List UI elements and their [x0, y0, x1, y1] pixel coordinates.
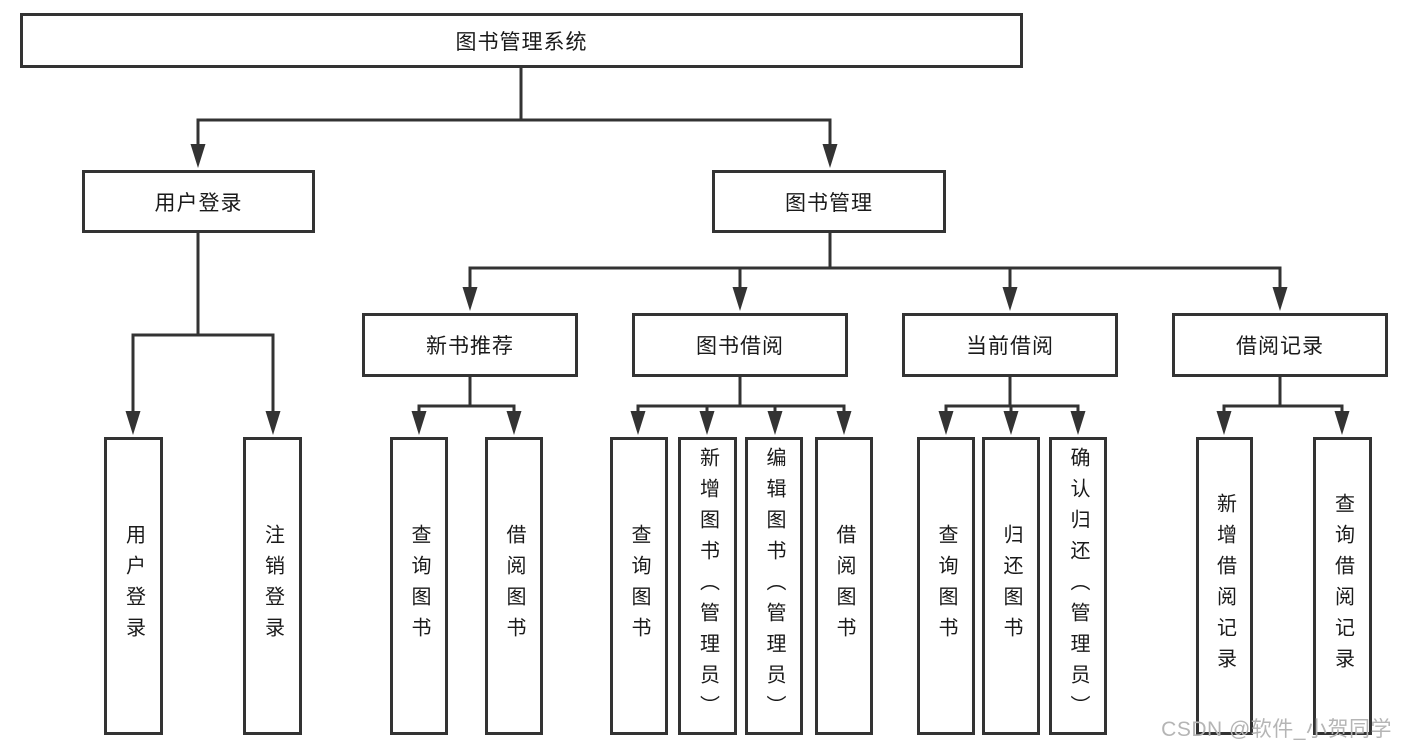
node-library-management-system: 图书管理系统 [20, 13, 1023, 68]
node-label: 查询图书 [935, 524, 957, 648]
node-label: 用户登录 [154, 191, 243, 215]
leaf-query-books: 查询图书 [917, 437, 975, 735]
node-borrowing-records: 借阅记录 [1172, 313, 1388, 377]
arrow-down-icon [1070, 411, 1086, 435]
node-label: 新增图书（管理员） [696, 446, 719, 726]
arrow-down-icon [411, 411, 427, 435]
node-new-book-recommend: 新书推荐 [362, 313, 578, 377]
arrow-down-icon [462, 287, 478, 311]
node-book-borrowing: 图书借阅 [632, 313, 848, 377]
arrow-down-icon [125, 411, 141, 435]
arrow-down-icon [1216, 411, 1232, 435]
arrow-down-icon [190, 144, 206, 168]
arrow-down-icon [938, 411, 954, 435]
arrow-down-icon [836, 411, 852, 435]
node-label: 借阅图书 [833, 524, 855, 648]
arrow-down-icon [732, 287, 748, 311]
leaf-user-login: 用户登录 [104, 437, 163, 735]
node-label: 新增借阅记录 [1213, 493, 1236, 679]
node-label: 查询图书 [408, 524, 430, 648]
node-label: 注销登录 [261, 524, 284, 648]
leaf-add-borrow-record: 新增借阅记录 [1196, 437, 1253, 735]
node-label: 图书管理系统 [455, 30, 588, 54]
node-label: 图书借阅 [696, 335, 784, 358]
leaf-confirm-return-admin: 确认归还（管理员） [1049, 437, 1107, 735]
leaf-query-books: 查询图书 [610, 437, 668, 735]
node-label: 借阅图书 [503, 524, 525, 648]
leaf-borrow-books: 借阅图书 [485, 437, 543, 735]
leaf-query-borrow-record: 查询借阅记录 [1313, 437, 1372, 735]
leaf-borrow-books: 借阅图书 [815, 437, 873, 735]
leaf-edit-books-admin: 编辑图书（管理员） [745, 437, 803, 735]
node-label: 确认归还（管理员） [1067, 446, 1089, 726]
node-label: 用户登录 [122, 524, 145, 648]
arrow-down-icon [630, 411, 646, 435]
leaf-logout: 注销登录 [243, 437, 302, 735]
arrow-down-icon [1272, 287, 1288, 311]
arrow-down-icon [1002, 287, 1018, 311]
node-user-login: 用户登录 [82, 170, 315, 233]
arrow-down-icon [506, 411, 522, 435]
node-label: 新书推荐 [426, 335, 514, 358]
arrow-down-icon [265, 411, 281, 435]
node-label: 查询图书 [628, 524, 650, 648]
arrow-down-icon [1334, 411, 1350, 435]
node-label: 查询借阅记录 [1331, 493, 1354, 679]
node-label: 归还图书 [1000, 524, 1022, 648]
arrow-down-icon [1003, 411, 1019, 435]
node-label: 借阅记录 [1236, 335, 1324, 358]
arrow-down-icon [822, 144, 838, 168]
node-label: 编辑图书（管理员） [763, 446, 785, 726]
node-label: 当前借阅 [966, 335, 1054, 358]
csdn-watermark: CSDN @软件_小贺同学 [1161, 718, 1392, 741]
leaf-query-books: 查询图书 [390, 437, 448, 735]
arrow-down-icon [699, 411, 715, 435]
node-current-borrowing: 当前借阅 [902, 313, 1118, 377]
leaf-return-books: 归还图书 [982, 437, 1040, 735]
leaf-add-books-admin: 新增图书（管理员） [678, 437, 737, 735]
arrow-down-icon [767, 411, 783, 435]
node-book-management: 图书管理 [712, 170, 946, 233]
node-label: 图书管理 [785, 191, 873, 215]
